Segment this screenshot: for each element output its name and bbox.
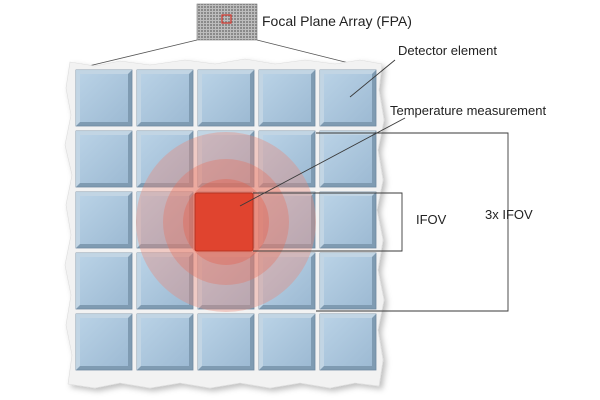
fpa-label: Focal Plane Array (FPA) bbox=[262, 13, 412, 29]
detector-cell bbox=[258, 313, 316, 371]
detector-cell bbox=[136, 252, 194, 310]
detector-cell bbox=[197, 252, 255, 310]
ifov3-label: 3x IFOV bbox=[485, 207, 533, 222]
hot-pixel bbox=[194, 192, 254, 252]
detector-cell bbox=[136, 130, 194, 188]
detector-cell bbox=[75, 69, 133, 127]
ifov3-bracket bbox=[316, 132, 509, 312]
detector-cell bbox=[136, 191, 194, 249]
detector-cell bbox=[197, 69, 255, 127]
zoom-line-left bbox=[71, 39, 198, 71]
detector-cell bbox=[197, 313, 255, 371]
detector-cell bbox=[258, 191, 316, 249]
detector-cell bbox=[319, 130, 377, 188]
fpa-zoom-marker bbox=[221, 14, 232, 24]
detector-cell bbox=[258, 252, 316, 310]
detector-cell bbox=[136, 313, 194, 371]
detector-cell bbox=[136, 69, 194, 127]
detector-cell bbox=[75, 252, 133, 310]
ifov-label: IFOV bbox=[416, 212, 447, 227]
detector-cell bbox=[197, 130, 255, 188]
detector-cell bbox=[75, 191, 133, 249]
detector-cell bbox=[319, 191, 377, 249]
detector-cell bbox=[75, 130, 133, 188]
fpa-thumbnail bbox=[196, 3, 258, 41]
ifov-bracket bbox=[253, 192, 403, 252]
detector-element-label: Detector element bbox=[398, 43, 497, 58]
detector-cell bbox=[75, 313, 133, 371]
detector-leader bbox=[349, 59, 396, 98]
detector-cell bbox=[319, 252, 377, 310]
detector-grid bbox=[75, 69, 377, 371]
detector-cell bbox=[319, 69, 377, 127]
detector-cell bbox=[319, 313, 377, 371]
temperature-measurement-label: Temperature measurement bbox=[390, 103, 546, 118]
detector-cell bbox=[258, 69, 316, 127]
detector-cell bbox=[258, 130, 316, 188]
